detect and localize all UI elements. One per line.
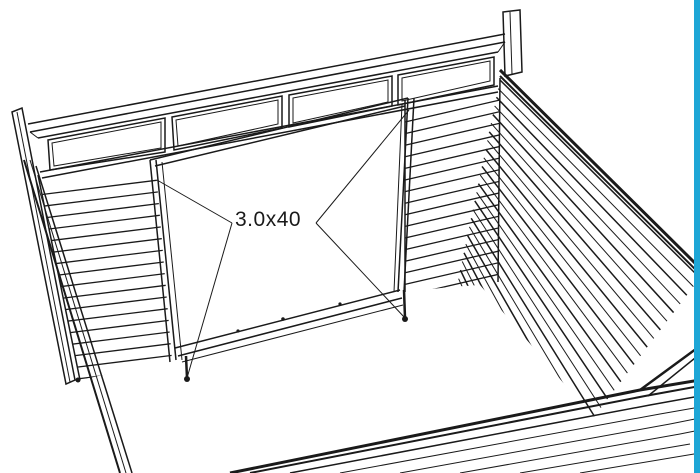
right-wall-slat	[470, 217, 596, 417]
left-corner-post	[11, 106, 133, 473]
right-wall-slat	[497, 88, 694, 287]
rear-wall-slat	[404, 168, 500, 193]
rear-wall-slat	[404, 110, 500, 135]
rear-wall-slat	[404, 157, 500, 181]
rear-wall-slat	[404, 203, 500, 228]
left-wall-slat	[38, 354, 172, 374]
right-wall-slat	[456, 287, 543, 473]
right-wall-slat	[468, 226, 589, 426]
screw-size-callout: 3.0x40	[233, 207, 304, 233]
rear-wall-slat	[404, 261, 500, 286]
right-wall-slat	[474, 200, 609, 400]
door-opening-frame	[75, 97, 415, 383]
rear-wall-slat	[404, 238, 500, 262]
right-wall-slat	[495, 96, 688, 296]
rear-wall-slat	[404, 192, 500, 216]
side-accent-bar	[694, 0, 700, 473]
right-wall-slat	[481, 165, 635, 365]
rear-wall-slat	[404, 215, 500, 239]
rear-wall-slat	[404, 226, 500, 251]
left-wall-slat	[38, 330, 172, 351]
rear-wall-slat	[404, 145, 500, 170]
rear-wall-slat	[404, 134, 500, 158]
rear-right-wall-panel	[404, 77, 501, 292]
right-corner-post	[502, 9, 523, 77]
left-wall-slat	[38, 342, 172, 362]
rear-wall-slat	[404, 180, 500, 204]
right-wall-slat	[483, 157, 641, 357]
rear-wall-slat	[404, 250, 500, 274]
right-wall-slat	[499, 79, 700, 279]
rear-wall-slat	[404, 99, 500, 123]
right-wall-slat	[485, 148, 648, 348]
left-wall-slat	[38, 366, 172, 380]
right-wall-panel	[454, 68, 700, 473]
right-wall-slat	[454, 295, 536, 473]
right-wall-slat	[492, 114, 675, 314]
left-wall-slat	[38, 318, 172, 339]
header-beam	[27, 33, 506, 179]
rear-wall-slat	[404, 273, 500, 292]
base-rails	[229, 344, 700, 473]
left-wall-slat	[38, 189, 172, 209]
right-wall-slat	[479, 174, 628, 374]
left-wall-panel	[37, 174, 172, 381]
callout-leaders	[156, 109, 410, 379]
rear-wall-slat	[404, 284, 500, 292]
right-wall-slat	[458, 278, 549, 473]
rear-wall-slat	[404, 122, 500, 146]
header-window-panes	[47, 56, 495, 171]
left-wall-slat	[38, 212, 172, 233]
right-wall-slat	[488, 131, 661, 331]
right-wall-slat	[476, 192, 615, 391]
left-wall-slat	[38, 177, 172, 197]
left-wall-slat	[38, 200, 172, 221]
right-wall-slat	[490, 122, 668, 322]
right-wall-slat	[487, 140, 655, 339]
right-wall-slat	[494, 105, 681, 305]
right-wall-slat	[472, 209, 602, 408]
left-wall-slat	[38, 377, 172, 380]
right-wall-slat	[477, 183, 622, 383]
